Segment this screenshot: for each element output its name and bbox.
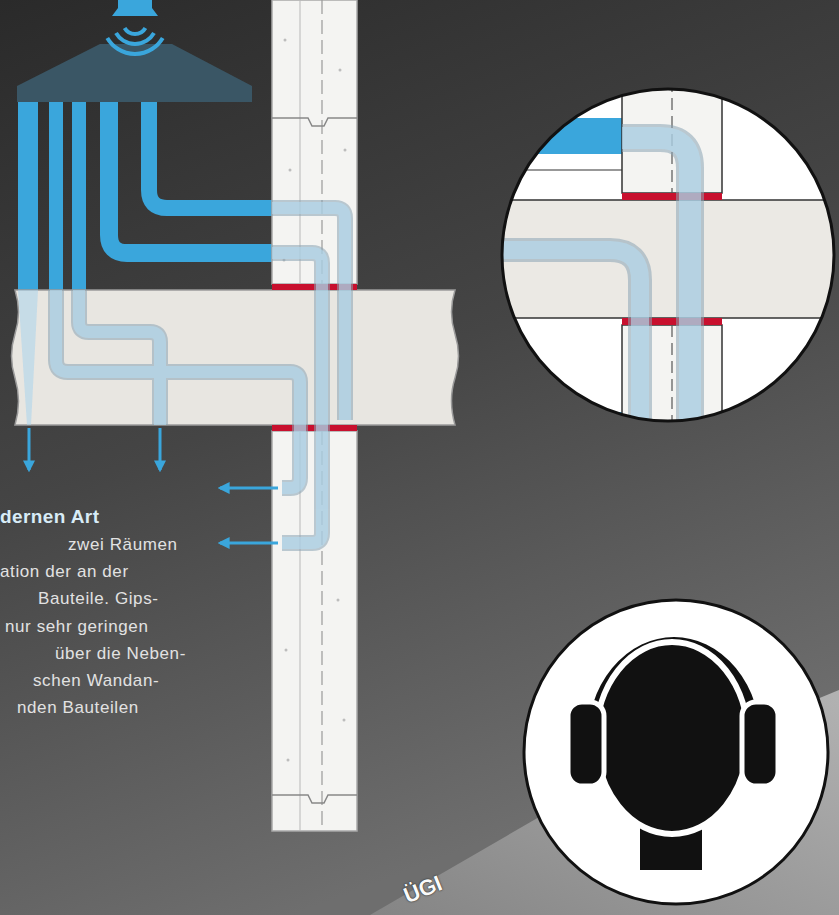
illustration-part: [79, 290, 160, 425]
zoom-outline: [502, 89, 834, 421]
illustration-part: [343, 719, 346, 722]
wall-layer-line: [300, 0, 301, 284]
zoom-seal: [622, 193, 722, 200]
sound-bend: [109, 102, 272, 253]
zoom-center-line: [671, 325, 672, 435]
body-text: über die Neben-: [55, 644, 186, 664]
zoom-sound-bar: [500, 118, 622, 154]
arrow: [220, 542, 278, 545]
illustration-part: [622, 138, 690, 440]
body-text: ation der an der: [0, 562, 129, 582]
speaker-symbol: [17, 0, 252, 102]
watermark: ÜGI: [400, 870, 446, 909]
headphone-cup: [568, 702, 604, 786]
sound-bar: [72, 102, 86, 290]
arrow: [159, 428, 162, 470]
sound-bar: [49, 102, 63, 290]
sound-wave: [116, 33, 154, 44]
direct-beam: [18, 290, 38, 425]
illustration-part: [79, 290, 160, 425]
zoom-line: [500, 169, 622, 170]
sound-bend: [149, 102, 272, 208]
illustration-part: [272, 253, 322, 543]
illustration-part: [339, 69, 342, 72]
head: [596, 642, 748, 834]
illustration-part: [289, 169, 292, 172]
illustration-part: [272, 208, 345, 420]
flanking-paths: [18, 208, 345, 543]
illustration-part: [287, 759, 290, 762]
illustration-part: [285, 649, 288, 652]
zoom-sound-bar: [500, 412, 622, 426]
illustration-part: [500, 250, 640, 440]
illustration-part: [56, 208, 345, 543]
zoom-flanking: [500, 138, 690, 440]
illustration-part: [284, 39, 287, 42]
arrow: [220, 487, 278, 490]
illustration-part: [272, 208, 345, 420]
illustration-part: [622, 138, 690, 440]
body-text: nden Bauteilen: [17, 698, 139, 718]
illustration-part: [500, 250, 640, 440]
sound-bar: [18, 102, 38, 290]
sound-wave: [107, 38, 162, 54]
ceiling-slab: [12, 290, 459, 425]
wall-joint: [272, 118, 357, 126]
arrow: [28, 428, 31, 470]
sound-paths: [18, 102, 272, 290]
detail-zoom: [495, 80, 839, 440]
listener-symbol: [524, 600, 828, 904]
illustration-part: [344, 149, 347, 152]
listener-circle: [524, 600, 828, 904]
body-text: zwei Räumen: [68, 535, 178, 555]
speaker-cap: [112, 0, 158, 16]
wall-joint: [272, 795, 357, 803]
body-text: nur sehr geringen: [5, 617, 148, 637]
drywall: [272, 0, 357, 831]
body-text: Bauteile. Gips-: [38, 589, 159, 609]
headphone-cup: [742, 702, 778, 786]
illustration-part: [56, 290, 300, 488]
illustration-part: [337, 599, 340, 602]
illustration-part: [495, 80, 839, 440]
wall-center-line: [321, 0, 322, 284]
sound-wave: [125, 28, 146, 34]
body-text: schen Wandan-: [33, 671, 159, 691]
illustration-part: [56, 290, 300, 488]
illustration-part: [56, 208, 345, 543]
section-heading: dernen Art: [0, 506, 99, 528]
